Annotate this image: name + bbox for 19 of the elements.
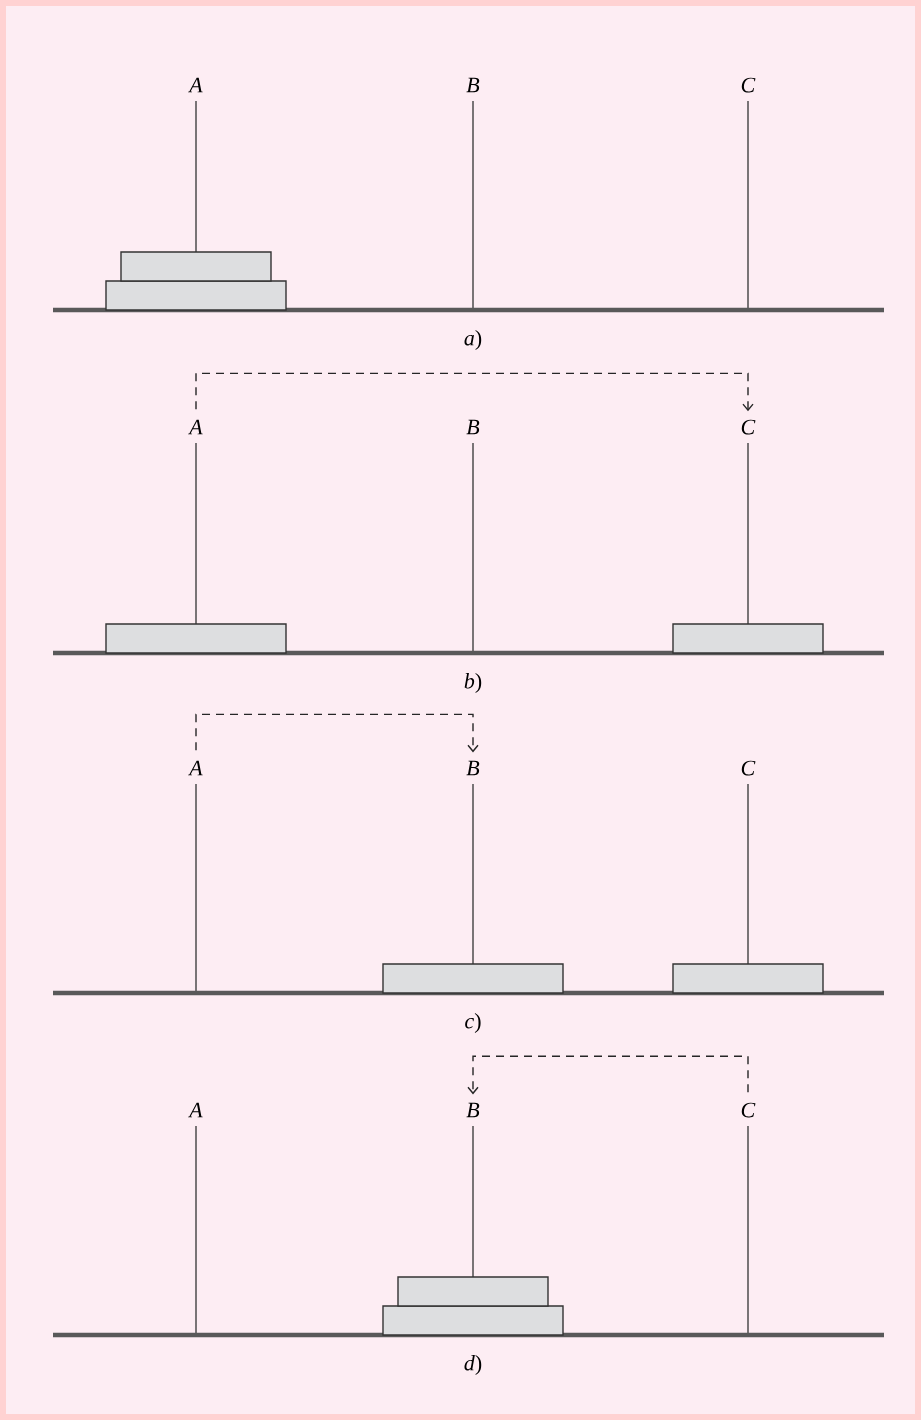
peg-label: C (741, 77, 756, 93)
move-arrow (467, 1055, 749, 1095)
peg-label: A (188, 77, 203, 93)
peg-label: C (741, 1102, 756, 1118)
peg-label: B (466, 1102, 480, 1118)
peg-label: C (741, 419, 756, 435)
peg-label: A (188, 760, 203, 776)
peg-label: B (466, 760, 480, 776)
peg-label: C (741, 760, 756, 776)
panel-caption: a) (464, 330, 482, 350)
panel-caption: b) (464, 673, 482, 693)
peg-label: B (466, 419, 480, 435)
peg-label: A (188, 419, 203, 435)
move-arrow (195, 372, 754, 412)
panel-caption: d) (464, 1355, 482, 1375)
move-arrow (195, 713, 479, 753)
peg-label: B (466, 77, 480, 93)
panel-caption: c) (465, 1013, 481, 1033)
peg-label: A (188, 1102, 203, 1118)
